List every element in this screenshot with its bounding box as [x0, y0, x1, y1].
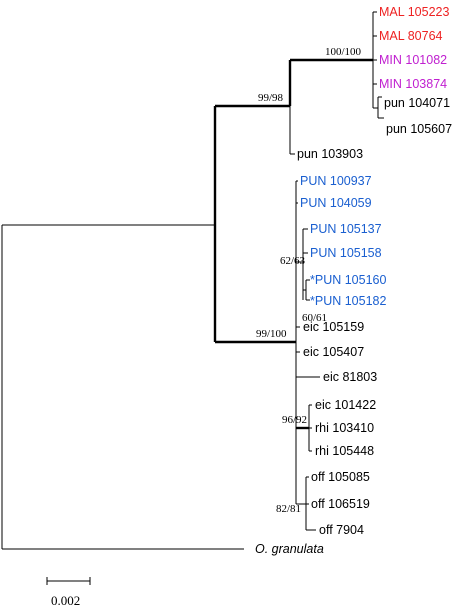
support-value: 60/61 [302, 312, 327, 324]
scale-bar-label: 0.002 [51, 593, 80, 608]
leaf-label: PUN 100937 [300, 174, 372, 188]
leaf-label: rhi 103410 [315, 421, 374, 435]
leaf-label: PUN 105137 [310, 222, 382, 236]
leaf-label: MIN 101082 [379, 53, 447, 67]
leaf-label-outgroup: O. granulata [255, 542, 324, 556]
leaf-label: off 106519 [311, 497, 370, 511]
leaf-label: eic 105407 [303, 345, 364, 359]
leaf-label: pun 104071 [384, 96, 450, 110]
leaf-label: rhi 105448 [315, 444, 374, 458]
support-value: 96/92 [282, 414, 307, 426]
leaf-label: off 105085 [311, 470, 370, 484]
leaf-label: PUN 105158 [310, 246, 382, 260]
support-value: 82/81 [276, 503, 301, 515]
leaf-label: eic 81803 [323, 370, 377, 384]
leaf-label: eic 105159 [303, 320, 364, 334]
leaf-label: pun 103903 [297, 147, 363, 161]
support-value: 62/63 [280, 255, 306, 267]
leaf-label: PUN 104059 [300, 196, 372, 210]
leaf-label: *PUN 105160 [310, 273, 386, 287]
leaf-label: MAL 80764 [379, 29, 443, 43]
leaf-label: *PUN 105182 [310, 294, 386, 308]
leaf-label: MAL 105223 [379, 5, 449, 19]
leaf-label: MIN 103874 [379, 77, 447, 91]
leaf-label: off 7904 [319, 523, 364, 537]
leaf-label: pun 105607 [386, 122, 452, 136]
support-value: 99/98 [258, 92, 284, 104]
scale-bar-line [46, 577, 91, 585]
support-value: 99/100 [256, 328, 287, 340]
scale-bar: 0.002 [46, 577, 91, 608]
support-value: 100/100 [325, 46, 362, 58]
leaf-label: eic 101422 [315, 398, 376, 412]
